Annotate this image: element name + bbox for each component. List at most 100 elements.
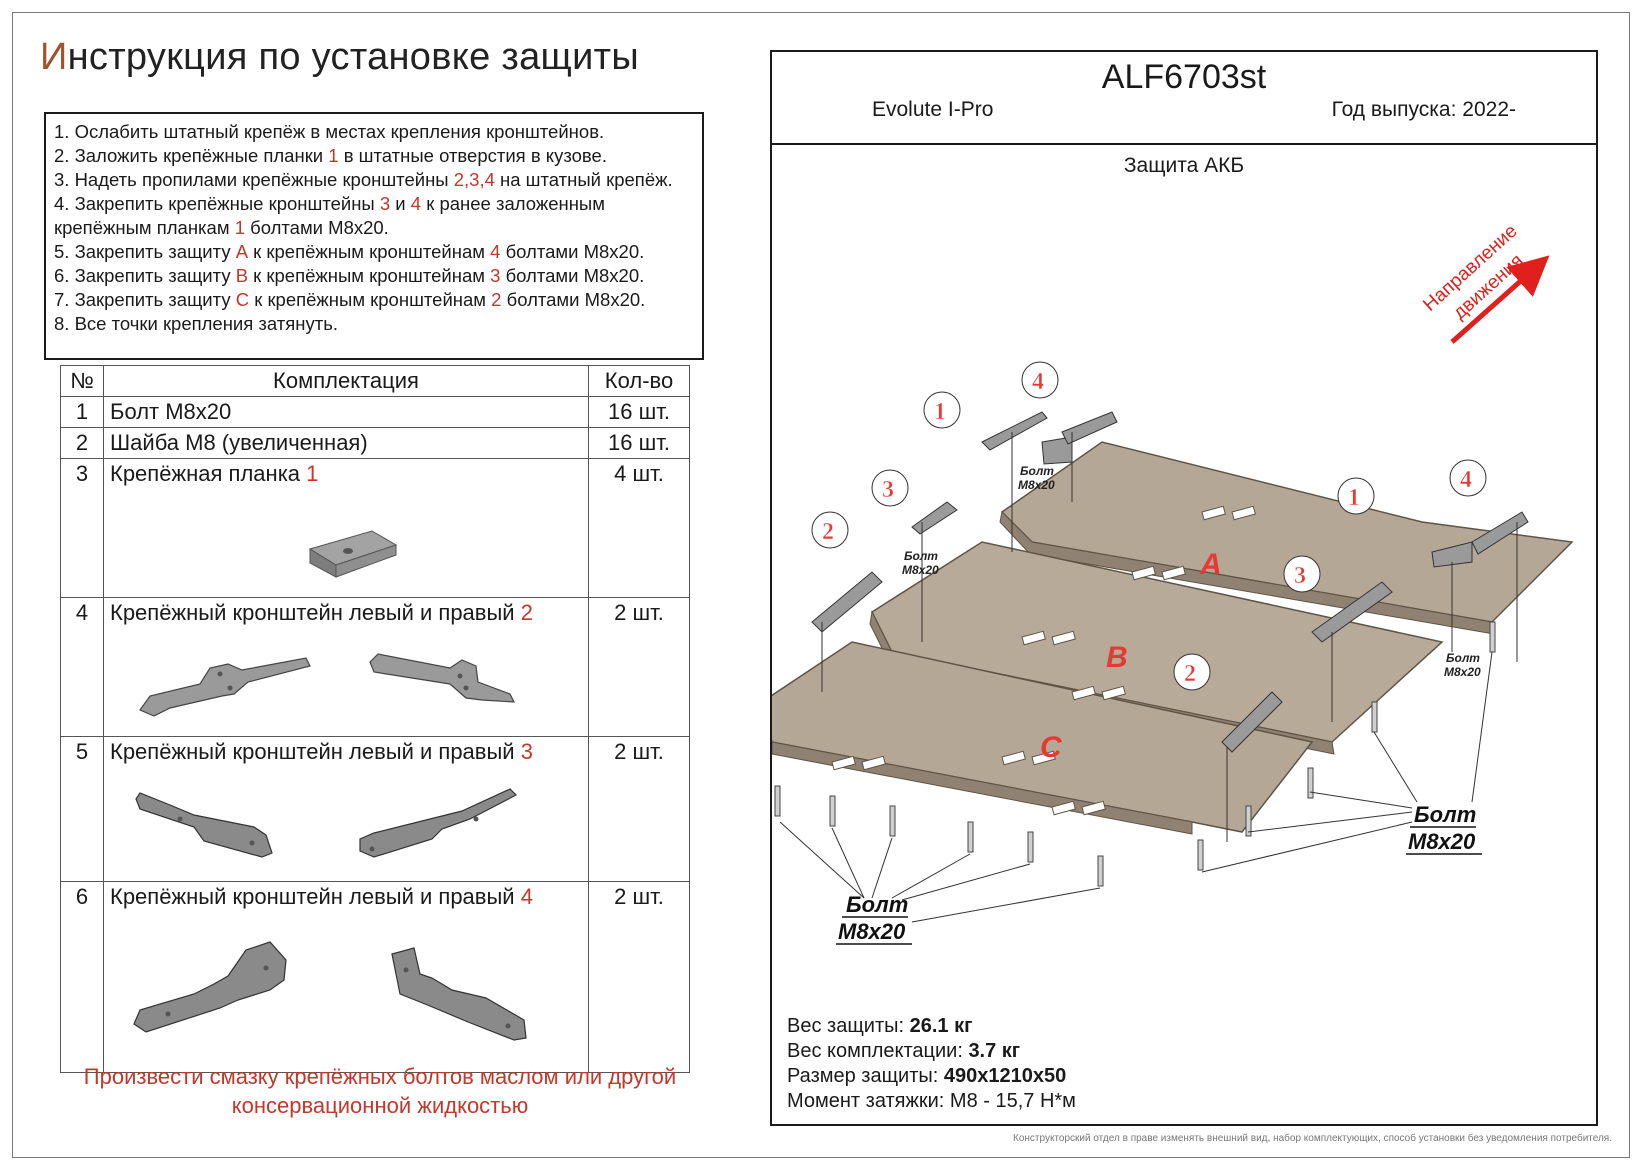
protection-title: Защита АКБ [1123,154,1245,177]
kit-row-name: Болт М8х20 [103,396,589,428]
small-bolt-label-3: Болт [1446,651,1480,665]
page-frame [12,12,1630,1158]
instruction-text: 8. Все точки крепления затянуть. [54,313,338,334]
instruction-text: к крепёжным кронштейнам [248,265,491,286]
kit-header-n: № [60,365,104,397]
title-first-letter: И [40,36,68,78]
callout-4-right: 4 [1449,459,1487,497]
kit-row-number: 1 [60,396,104,428]
kit-row-qty: 2 шт. [588,881,690,1073]
instruction-text: к крепёжным кронштейнам [248,241,491,262]
bracket-4-image [133,941,527,1041]
instruction-step: 1. Ослабить штатный крепёж в местах креп… [54,120,694,144]
instruction-step: 2. Заложить крепёжные планки 1 в штатные… [54,144,694,168]
callout-3-left: 3 [871,469,909,507]
brackets [811,411,1529,753]
bolt-callout-left: Болт M8x20 [836,892,912,945]
instruction-step: 8. Все точки крепления затянуть. [54,312,694,336]
callout-2-left-text: 2 [822,519,834,545]
kit-row-qty: 4 шт. [588,458,690,598]
callout-1-left-text: 1 [934,399,946,425]
callout-1-left: 1 [923,391,961,429]
kit-row-number: 6 [60,881,104,1073]
spec-value: 26.1 кг [909,1015,973,1037]
kit-row: 2 Шайба М8 (увеличенная) 16 шт. [60,427,690,459]
plate-a-label: A [1199,548,1222,581]
instruction-ref: 4 [490,241,501,262]
small-bolt-label-3b: M8x20 [1444,665,1481,679]
bolts [774,621,1496,887]
instruction-ref: 1 [328,145,339,166]
instruction-text: и [390,193,411,214]
kit-row-name-text: Болт М8х20 [110,399,232,424]
kit-row-number: 4 [60,597,104,737]
instruction-step: 5. Закрепить защиту А к крепёжным кроншт… [54,240,694,264]
small-bolt-label-2b: M8x20 [902,563,939,577]
kit-row-qty: 16 шт. [588,427,690,459]
instruction-text: 2. Заложить крепёжные планки [54,145,329,166]
kit-row: 6 Крепёжный кронштейн левый и правый 4 2… [60,881,690,1073]
kit-row-qty: 2 шт. [588,736,690,882]
callout-2-right: 2 [1173,653,1211,691]
instruction-ref: А [235,241,249,262]
instruction-text: болтами М8х20. [501,289,646,310]
kit-row-name-text: Крепёжная планка [110,461,307,486]
kit-row-name: Шайба М8 (увеличенная) [103,427,589,459]
bolt-callout-left-2: M8x20 [838,919,906,944]
callout-1-right: 1 [1337,477,1375,515]
bolt-callout-right-2: M8x20 [1408,829,1476,854]
bracket-2-image [139,653,516,717]
spec-line: Вес защиты: 26.1 кг [787,1014,1076,1039]
instruction-text: 6. Закрепить защиту [54,265,236,286]
kit-row-number: 5 [60,736,104,882]
kit-row-qty: 16 шт. [588,396,690,428]
kit-row-name-text: Крепёжный кронштейн левый и правый [110,884,521,909]
instruction-ref: 2 [491,289,502,310]
instruction-ref: 3 [490,265,501,286]
instruction-text: 4. Закрепить крепёжные кронштейны [54,193,380,214]
instructions-box: 1. Ослабить штатный крепёж в местах креп… [44,112,704,360]
bolt-leader-lines [779,651,1493,923]
spec-line: Вес комплектации: 3.7 кг [787,1039,1076,1064]
kit-header-row: № Комплектация Кол-во [60,365,690,397]
callout-4-right-text: 4 [1460,467,1472,493]
callout-4-left-text: 4 [1032,369,1044,395]
instruction-step: 4. Закрепить крепёжные кронштейны 3 и 4 … [54,192,694,240]
instruction-step: 6. Закрепить защиту В к крепёжным кроншт… [54,264,694,288]
page-title: Инструкция по установке защиты [40,36,639,79]
spec-value: 3.7 кг [968,1040,1021,1062]
kit-header-qty: Кол-во [588,365,690,397]
kit-row-name-text: Крепёжный кронштейн левый и правый [110,600,521,625]
lubrication-note: Произвести смазку крепёжных болтов масло… [83,1064,677,1118]
kit-row: 1 Болт М8х20 16 шт. [60,396,690,428]
instruction-ref: С [235,289,250,310]
instruction-text: 1. Ослабить штатный крепёж в местах креп… [54,121,605,142]
callout-4-left: 4 [1021,361,1059,399]
kit-header-name: Комплектация [103,365,589,397]
spec-label: Вес защиты: [787,1015,910,1037]
small-bolt-label-1b: M8x20 [1018,478,1055,492]
disclaimer-text: Конструкторский отдел в праве изменять в… [1013,1133,1612,1144]
guide-lines [821,432,1518,842]
model-year: Год выпуска: 2022- [1331,98,1516,121]
instruction-ref: 1 [234,217,245,238]
title-rest: нструкция по установке защиты [67,36,639,78]
callout-2-left: 2 [811,511,849,549]
spec-line: Размер защиты: 490х1210х50 [787,1064,1076,1089]
callout-3-right: 3 [1283,555,1321,593]
plate-labels: A B C [1040,548,1222,764]
instruction-text: болтами М8х20. [245,217,389,238]
spec-label: Момент затяжки: [787,1090,950,1112]
instruction-ref: В [235,265,249,286]
instruction-text: 3. Надеть пропилами крепёжные кронштейны [54,169,454,190]
kit-row-name-text: Шайба М8 (увеличенная) [110,430,368,455]
kit-row-number: 2 [60,427,104,459]
instruction-text: на штатный крепёж. [494,169,673,190]
kit-row: 4 Крепёжный кронштейн левый и правый 2 2… [60,597,690,737]
instruction-text: 5. Закрепить защиту [54,241,236,262]
kit-row-qty: 2 шт. [588,597,690,737]
instruction-text: болтами М8х20. [500,265,645,286]
small-bolt-label-1: Болт [1020,464,1054,478]
plate-slots [831,505,1256,816]
